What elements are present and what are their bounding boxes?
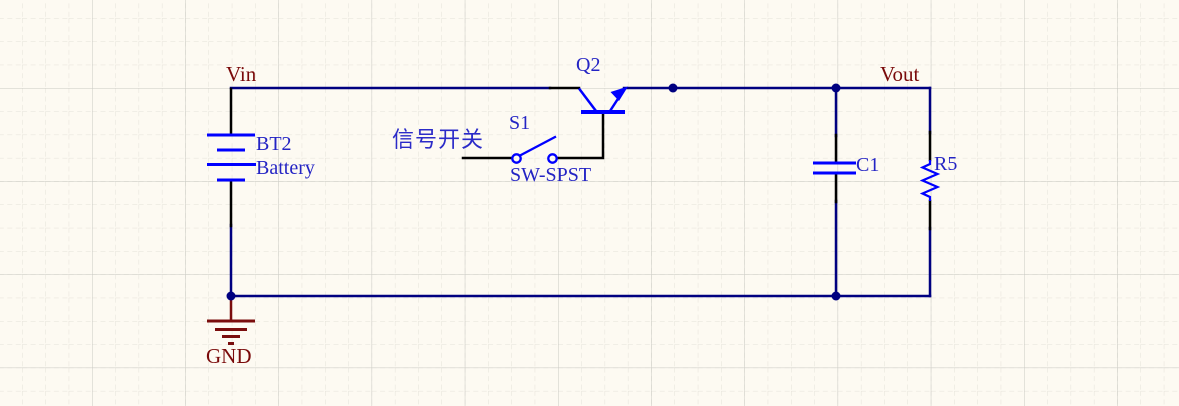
transistor-designator[interactable]: Q2 bbox=[576, 54, 601, 76]
transistor-collector-lead[interactable] bbox=[578, 87, 597, 112]
junction-dot[interactable] bbox=[831, 291, 841, 301]
switch-annotation[interactable]: 信号开关 bbox=[392, 127, 485, 152]
battery-designator[interactable]: BT2 bbox=[256, 133, 292, 155]
switch-comment[interactable]: SW-SPST bbox=[510, 164, 592, 186]
junction-dot[interactable] bbox=[226, 291, 236, 301]
switch-designator[interactable]: S1 bbox=[509, 112, 531, 134]
battery-symbol[interactable] bbox=[207, 133, 256, 182]
switch-to-base-wire[interactable] bbox=[555, 112, 605, 160]
switch-contact-right[interactable] bbox=[547, 153, 558, 164]
resistor-designator[interactable]: R5 bbox=[934, 153, 958, 175]
resistor-symbol[interactable] bbox=[919, 160, 941, 201]
junction-dot[interactable] bbox=[668, 83, 678, 93]
wire-layer bbox=[229, 86, 932, 298]
spst-switch-symbol[interactable] bbox=[511, 135, 558, 164]
battery-comment[interactable]: Battery bbox=[256, 157, 315, 179]
npn-transistor-symbol[interactable] bbox=[578, 86, 628, 114]
resistor-zigzag[interactable] bbox=[919, 160, 941, 201]
switch-contact-left[interactable] bbox=[511, 153, 522, 164]
pin-layer bbox=[229, 86, 932, 231]
transistor-emitter-arrow-icon bbox=[610, 86, 628, 101]
net-label-vin[interactable]: Vin bbox=[226, 62, 257, 86]
net-label-gnd[interactable]: GND bbox=[206, 344, 252, 368]
junction-dot[interactable] bbox=[831, 83, 841, 93]
switch-lever[interactable] bbox=[519, 135, 557, 157]
capacitor-designator[interactable]: C1 bbox=[856, 154, 880, 176]
net-label-vout[interactable]: Vout bbox=[880, 62, 920, 86]
capacitor-symbol[interactable] bbox=[813, 161, 856, 175]
junction-layer bbox=[226, 83, 841, 301]
ground-symbol[interactable] bbox=[207, 297, 255, 345]
